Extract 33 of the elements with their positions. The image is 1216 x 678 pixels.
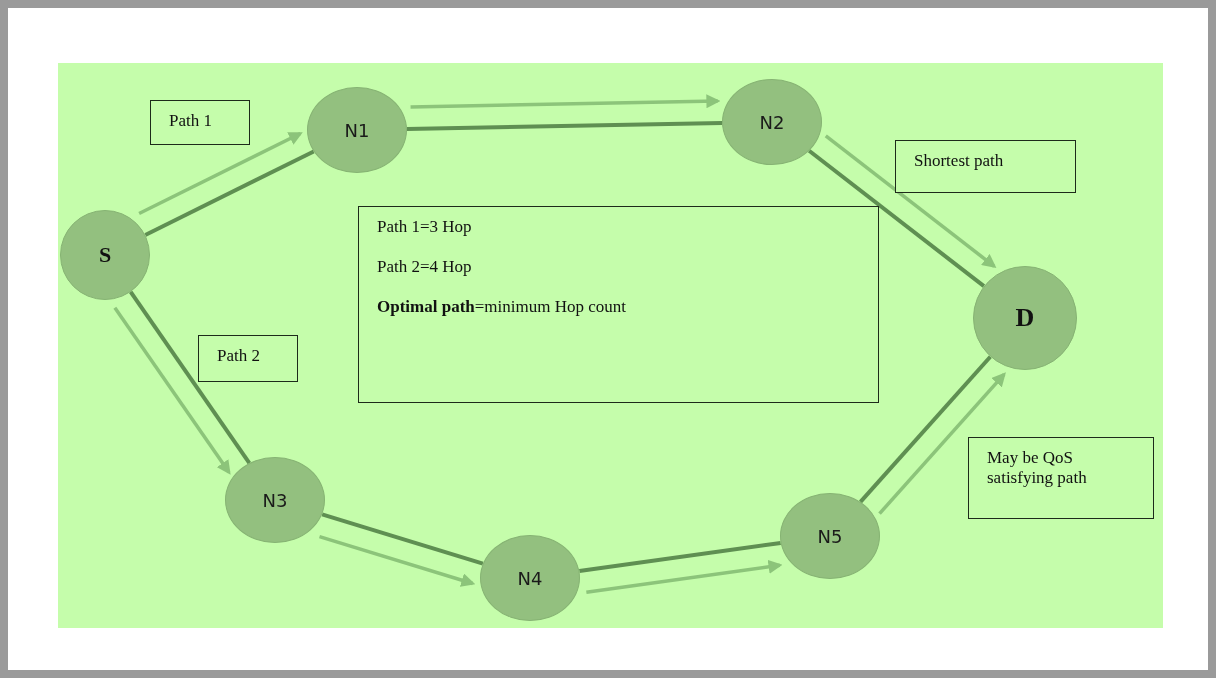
link-line: [859, 355, 992, 504]
box-text: Optimal path=minimum Hop count: [377, 297, 627, 317]
link-line: [129, 290, 252, 465]
arrow: [113, 306, 231, 475]
arrow: [824, 134, 997, 269]
box-text: Path 2=4 Hop: [377, 257, 472, 277]
box-text: Shortest path: [914, 151, 1004, 171]
text-box: [150, 100, 250, 145]
node-label: N1: [344, 119, 370, 141]
node-label: D: [1015, 303, 1035, 333]
link-line: [406, 120, 723, 132]
text-box: [198, 335, 298, 382]
box-text: Path 2: [217, 346, 260, 366]
box-text: May be QoS satisfying path: [987, 448, 1088, 488]
arrow: [138, 132, 303, 216]
box-text: Path 1: [169, 111, 212, 131]
node-label: N3: [262, 489, 288, 511]
arrow: [878, 372, 1006, 515]
text-box: [968, 437, 1154, 519]
link-line: [321, 512, 484, 566]
link-line: [579, 540, 781, 574]
arrow: [586, 559, 783, 595]
node-label: N2: [759, 111, 785, 133]
text-box: [895, 140, 1076, 193]
node-label: N4: [517, 567, 543, 589]
link-line: [807, 149, 986, 288]
node-label: N5: [817, 525, 843, 547]
link-line: [144, 149, 315, 237]
box-text: Path 1=3 Hop: [377, 217, 472, 237]
arrow: [410, 94, 721, 109]
arrow: [319, 534, 476, 587]
node-label: S: [98, 242, 112, 268]
text-box: [358, 206, 879, 403]
